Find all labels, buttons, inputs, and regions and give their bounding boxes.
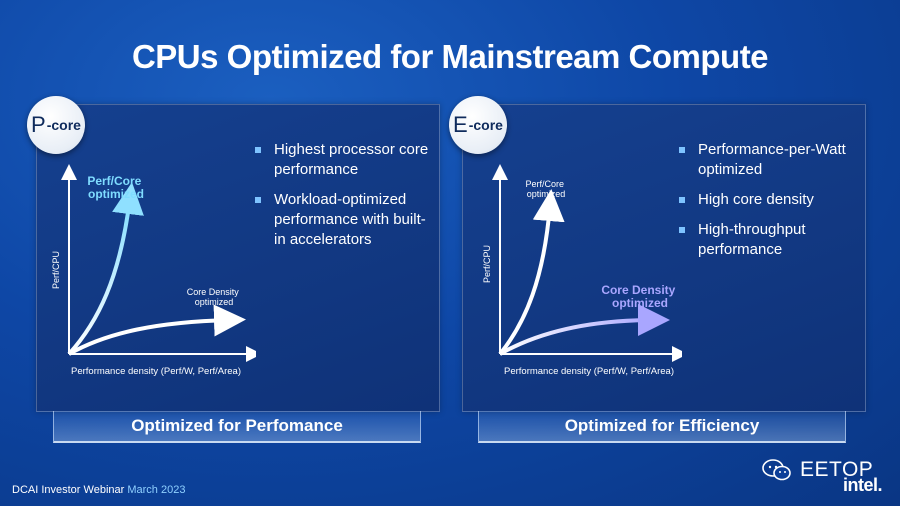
pcore-perf-curve (67, 182, 144, 356)
ecore-density-curve (499, 304, 670, 356)
pcore-bullet: Highest processor core performance (252, 140, 432, 180)
pcore-density-label: Core Density optimized (187, 287, 242, 307)
watermark: EETOP (762, 458, 873, 482)
pcore-density-curve (68, 304, 246, 356)
pcore-footer: Optimized for Perfomance (53, 411, 421, 443)
pcore-badge-suffix: -core (46, 117, 81, 133)
pcore-x-label: Performance density (Perf/W, Perf/Area) (71, 366, 241, 377)
ecore-x-label: Performance density (Perf/W, Perf/Area) (504, 366, 674, 377)
ecore-perf-curve (498, 189, 565, 356)
ecore-bullet: High core density (676, 190, 856, 210)
event-caption: DCAI Investor Webinar March 2023 (12, 484, 185, 496)
ecore-badge-suffix: -core (468, 117, 503, 133)
intel-logo: intel. (843, 475, 883, 495)
pcore-panel (36, 104, 440, 412)
watermark-text: EETOP (800, 458, 874, 481)
ecore-badge-letter: E (453, 112, 468, 137)
event-name: DCAI Investor Webinar (12, 484, 128, 496)
pcore-perf-label: Perf/Core optimized (87, 174, 144, 201)
pcore-bullets: Highest processor core performance Workl… (252, 140, 432, 260)
ecore-bullet: High-throughput performance (676, 220, 856, 260)
pcore-chart: Perf/Core optimized Core Density optimiz… (51, 164, 256, 377)
ecore-badge: E-core (449, 96, 507, 154)
slide-title: CPUs Optimized for Mainstream Compute (131, 38, 769, 75)
ecore-chart: Perf/Core optimized Core Density optimiz… (482, 164, 682, 377)
ecore-bullets: Performance-per-Watt optimized High core… (676, 140, 856, 270)
ecore-footer: Optimized for Efficiency (478, 411, 846, 443)
pcore-badge-letter: P (31, 112, 46, 137)
pcore-bullet: Workload-optimized performance with buil… (252, 190, 432, 250)
ecore-density-label: Core Density optimized (601, 283, 678, 310)
ecore-bullet: Performance-per-Watt optimized (676, 140, 856, 180)
ecore-y-label: Perf/CPU (482, 245, 492, 283)
event-date: March 2023 (127, 484, 186, 496)
ecore-panel (462, 104, 866, 412)
pcore-badge: P-core (27, 96, 85, 154)
wechat-icon (762, 459, 791, 481)
ecore-perf-label: Perf/Core optimized (525, 179, 566, 199)
pcore-y-label: Perf/CPU (51, 251, 61, 289)
